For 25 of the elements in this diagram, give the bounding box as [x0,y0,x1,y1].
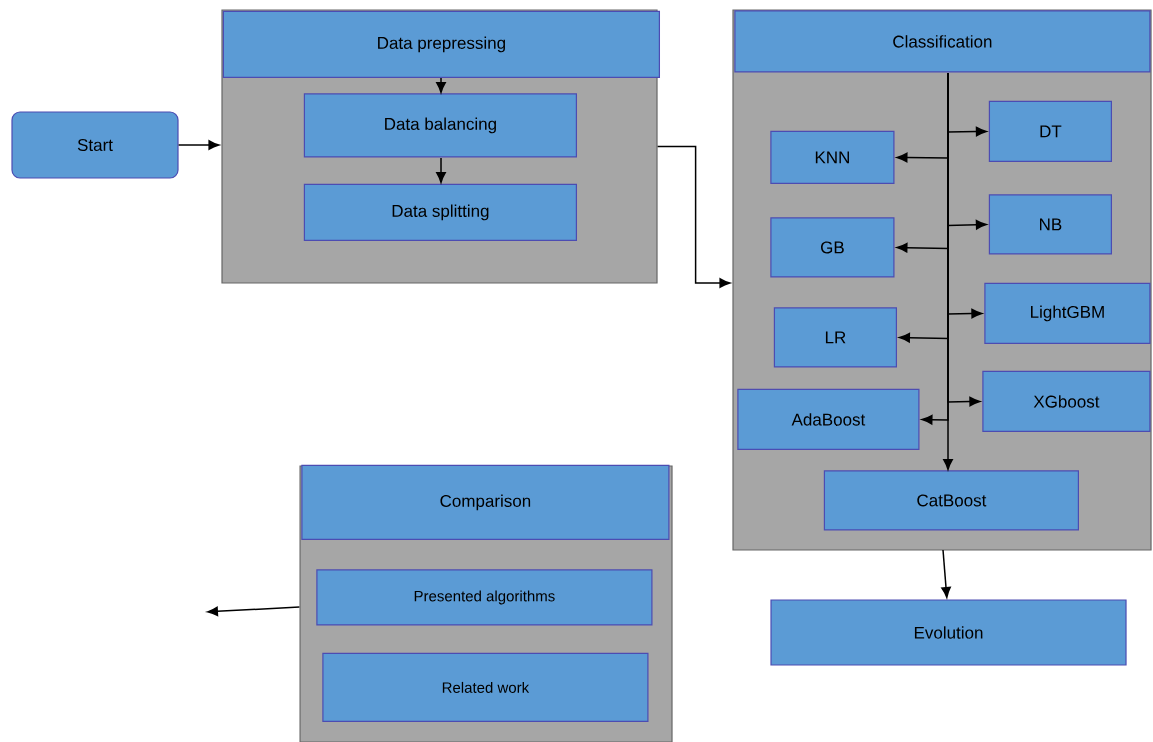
process-box: GB [770,217,895,278]
arrow [656,145,731,288]
arrow [207,606,301,617]
arrow [943,72,953,470]
arrow [177,140,220,150]
start-box: Start [11,111,179,179]
header-box: Classification [734,10,1151,73]
process-box: KNN [770,130,895,184]
process-box: NB [988,194,1112,255]
arrow [436,157,446,183]
process-box: Related work [322,652,649,722]
process-box: LightGBM [984,282,1151,344]
process-box: Data balancing [303,93,577,158]
arrow [941,549,951,598]
header-box: Comparison [301,464,670,540]
process-box: CatBoost [823,470,1079,531]
process-box: LR [773,307,897,368]
process-box: Evolution [770,599,1127,666]
process-box: XGboost [982,370,1151,432]
arrow [436,77,446,93]
header-box: Data prepressing [222,10,660,78]
process-box: Data splitting [303,183,577,241]
process-box: DT [988,100,1112,162]
process-box: Presented algorithms [316,569,653,626]
process-box: AdaBoost [737,388,920,450]
